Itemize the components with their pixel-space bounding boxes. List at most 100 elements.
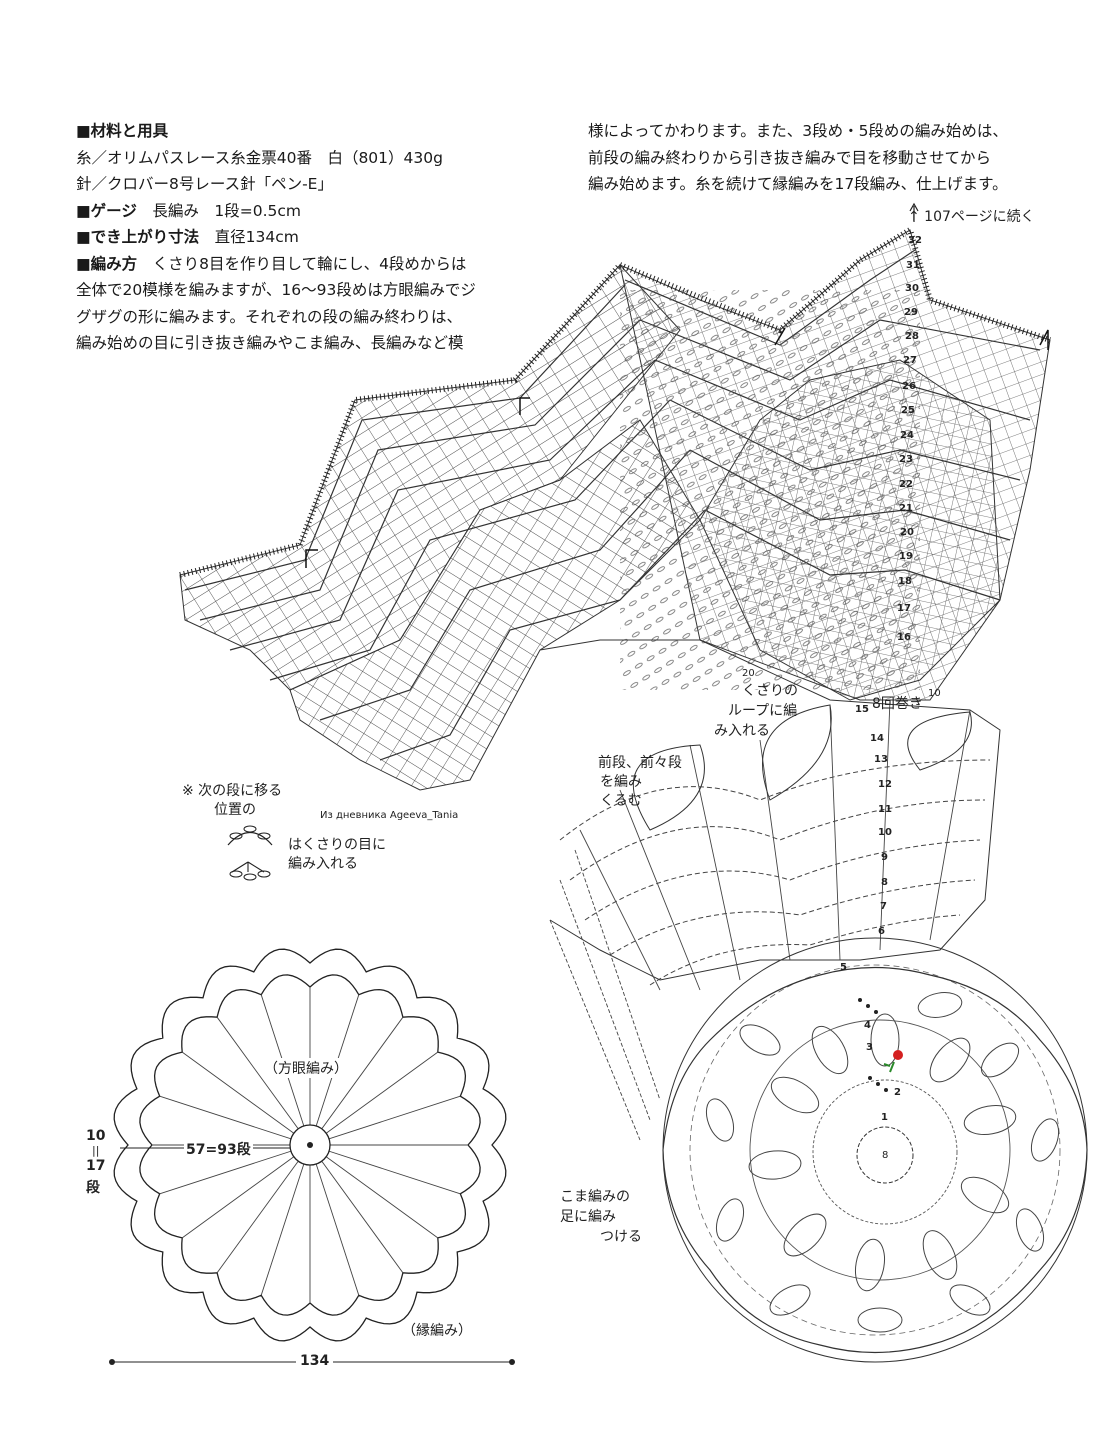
legend-note-1: ※ 次の段に移る — [182, 783, 283, 799]
schematic-diameter-label: 134 — [296, 1353, 334, 1369]
row-marker-4 — [1039, 329, 1049, 350]
method-line-1: ■編み方 くさり8目を作り目して輪にし、4段めからは — [76, 251, 546, 278]
method-label: ■編み方 — [76, 254, 138, 273]
schematic-edge-label-4: 段 — [86, 1180, 100, 1196]
fan-petal-3 — [907, 711, 972, 771]
row-marker-3 — [774, 327, 786, 346]
label-wrap-num: 10 — [928, 688, 941, 699]
schematic-spokes — [152, 987, 468, 1303]
size-line: ■でき上がり寸法 直径134cm — [76, 224, 546, 251]
legend-desc-2: 編み入れる — [288, 856, 358, 872]
fan-left-fringe — [549, 849, 661, 1141]
row-num-25: 25 — [901, 405, 915, 416]
edge-ticks-right — [618, 225, 1051, 343]
label-prev-3: くるむ — [600, 793, 642, 809]
row-num-11: 11 — [878, 804, 892, 815]
motif-ring-3 — [749, 1019, 1011, 1281]
schematic-spoke — [260, 1144, 311, 1296]
gauge-line: ■ゲージ 長編み 1段=0.5cm — [76, 198, 546, 225]
size-value: 直径134cm — [214, 228, 299, 246]
row-num-5: 5 — [840, 962, 847, 973]
schematic-spoke — [309, 1016, 404, 1146]
legend-desc-1: はくさりの目に — [288, 837, 386, 853]
row-num-9: 9 — [881, 852, 888, 863]
row-num-23: 23 — [899, 454, 913, 465]
row-num-31: 31 — [906, 260, 920, 271]
motif-ring-1 — [856, 1126, 914, 1184]
legend-symbols — [227, 825, 273, 881]
row-marker-2 — [305, 549, 318, 568]
motif-dots — [858, 998, 888, 1092]
label-loop-3: み入れる — [714, 723, 770, 739]
row-num-22: 22 — [899, 479, 913, 490]
watermark: Из дневника Ageeva_Tania — [320, 810, 459, 821]
row-num-30: 30 — [905, 283, 919, 294]
row-num-1: 1 — [881, 1112, 888, 1123]
label-loop-1: くさりの — [742, 683, 798, 699]
method-line-4: 編み始めの目に引き抜き編みやこま編み、長編みなど模 — [76, 334, 464, 352]
diameter-end-right — [509, 1359, 515, 1365]
row-num-18: 18 — [898, 576, 912, 587]
schematic-spoke — [309, 1051, 439, 1146]
materials-block: ■材料と用具 糸／オリムパスレース糸金票40番 白（801）430g 針／クロバ… — [76, 118, 546, 357]
schematic — [109, 948, 515, 1365]
fan-arc-4 — [609, 879, 976, 956]
schematic-spoke — [309, 1144, 461, 1195]
method-cont-2: 前段の編み終わりから引き抜き編みで目を移動させてから — [588, 148, 992, 167]
mesh-left-zigzag-3 — [229, 359, 656, 651]
fan-arc-5 — [649, 914, 961, 986]
needle-line: 針／クロバー8号レース針「ペン-E」 — [76, 175, 333, 193]
schematic-center-dot — [307, 1142, 313, 1148]
motif-petals — [705, 992, 1060, 1333]
schematic-spoke — [309, 1144, 360, 1296]
mesh-left-zigzag-2 — [199, 319, 641, 621]
row-num-26: 26 — [902, 381, 916, 392]
label-sc-1: こま編みの — [560, 1189, 630, 1205]
motif-outer-ring — [662, 937, 1088, 1363]
row-num-4: 4 — [864, 1020, 871, 1031]
legend-chain-top-icon — [229, 825, 271, 840]
schematic-spoke — [181, 1144, 311, 1239]
fan-spokes — [579, 699, 971, 991]
motif-ring-2 — [812, 1079, 958, 1225]
method-cont-3: 編み始めます。糸を続けて縁編みを17段編み、仕上げます。 — [588, 175, 1008, 193]
schematic-spoke — [309, 1095, 461, 1146]
row-num-7: 7 — [880, 901, 887, 912]
fan-section — [539, 639, 1001, 1141]
schematic-spoke — [216, 1016, 311, 1146]
gauge-label: ■ゲージ — [76, 201, 137, 220]
row-num-14: 14 — [870, 733, 884, 744]
fan-arc-3 — [584, 839, 981, 921]
label-num20: 20 — [742, 668, 755, 679]
schematic-spoke — [216, 1144, 311, 1274]
schematic-rows-label: 57=93段 — [184, 1139, 253, 1159]
row-marker-1 — [519, 397, 530, 415]
row-num-21: 21 — [899, 503, 913, 514]
row-num-24: 24 — [900, 430, 914, 441]
continue-arrow-icon — [909, 202, 919, 222]
method-line-2: 全体で20模様を編みますが、16〜93段めは方眼編みでジ — [76, 281, 476, 299]
row-num-2: 2 — [894, 1087, 901, 1098]
materials-heading: ■材料と用具 — [76, 122, 169, 140]
schematic-edge-label-2: || — [92, 1144, 100, 1157]
size-label: ■でき上がり寸法 — [76, 228, 200, 246]
schematic-spoke — [309, 1144, 439, 1239]
row-num-6: 6 — [878, 926, 885, 937]
legend-note-2: 位置の — [214, 802, 256, 818]
mesh-left-zigzag-1 — [184, 284, 626, 591]
diameter-end-left — [109, 1359, 115, 1365]
schematic-outer-scallop — [113, 948, 507, 1342]
schematic-spoke — [309, 1144, 404, 1274]
method-line-3: グザグの形に編みます。それぞれの段の編み終わりは、 — [76, 307, 462, 326]
fan-petal-1 — [632, 744, 705, 831]
mesh-band-left — [179, 262, 706, 791]
method-text-1: くさり8目を作り目して輪にし、4段めからは — [152, 254, 467, 273]
schematic-spoke — [159, 1095, 311, 1146]
schematic-mesh-label: （方眼編み） — [262, 1058, 350, 1078]
label-loop-2: ループに編 — [728, 703, 798, 719]
center-chain-count: 8 — [882, 1150, 889, 1161]
schematic-border-label: （縁編み） — [402, 1323, 472, 1339]
legend-chain-bottom-icon — [229, 870, 271, 881]
chain-overlay — [620, 290, 920, 690]
